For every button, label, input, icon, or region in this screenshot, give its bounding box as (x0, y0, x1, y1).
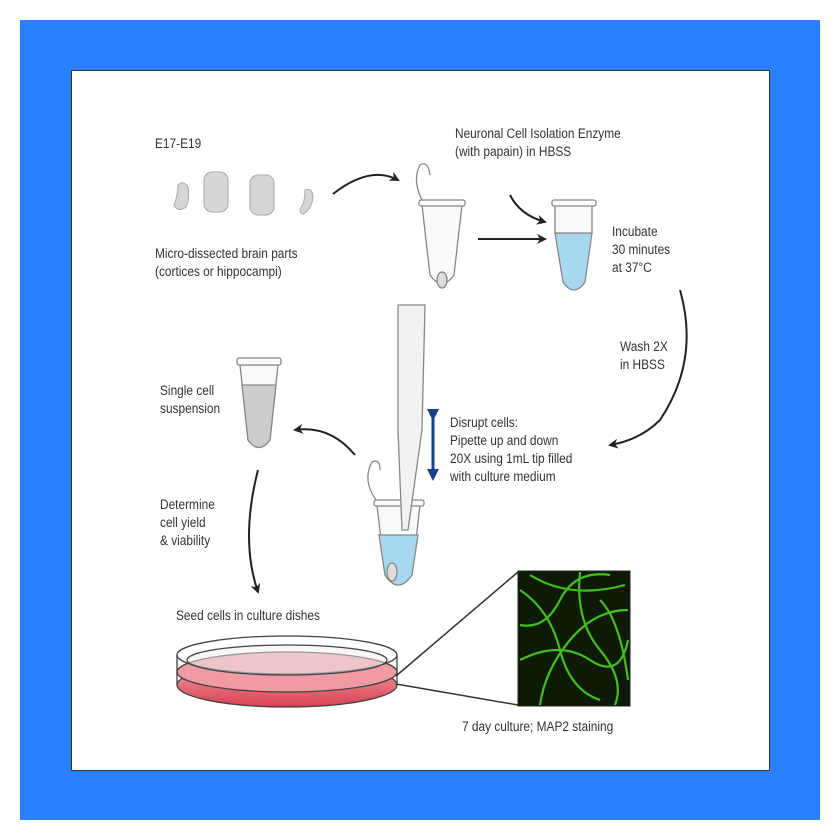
map2-staining-image (517, 570, 631, 707)
age-label: E17-E19 (155, 136, 202, 151)
zoom-line-bottom (395, 683, 519, 706)
pipette-tube-icon (367, 304, 426, 586)
zoom-line-top (395, 571, 519, 677)
tube-icon-suspension (236, 357, 282, 449)
pipette-tip-icon (397, 304, 426, 531)
determine-label: Determine cell yield & viability (160, 497, 215, 548)
disrupt-label: Disrupt cells: Pipette up and down 20X u… (450, 415, 573, 484)
tube-icon-incubate (551, 199, 597, 291)
brain-parts-label: Micro-dissected brain parts (cortices or… (155, 246, 298, 279)
arrow-to-tube (332, 171, 400, 195)
enzyme-label: Neuronal Cell Isolation Enzyme (with pap… (455, 126, 621, 159)
arrow-to-seed (248, 469, 261, 594)
seed-label: Seed cells in culture dishes (176, 608, 320, 623)
arrow-wash (608, 289, 688, 449)
culture-label: 7 day culture; MAP2 staining (462, 719, 614, 734)
brain-parts-icon (173, 171, 314, 216)
wash-label: Wash 2X in HBSS (620, 339, 668, 372)
arrow-to-suspension (293, 423, 356, 456)
tube-icon-empty (415, 163, 466, 289)
incubate-label: Incubate 30 minutes at 37°C (612, 224, 671, 275)
arrow-enzyme (509, 194, 547, 225)
single-cell-label: Single cell suspension (160, 383, 221, 416)
culture-dish-icon (176, 635, 398, 708)
